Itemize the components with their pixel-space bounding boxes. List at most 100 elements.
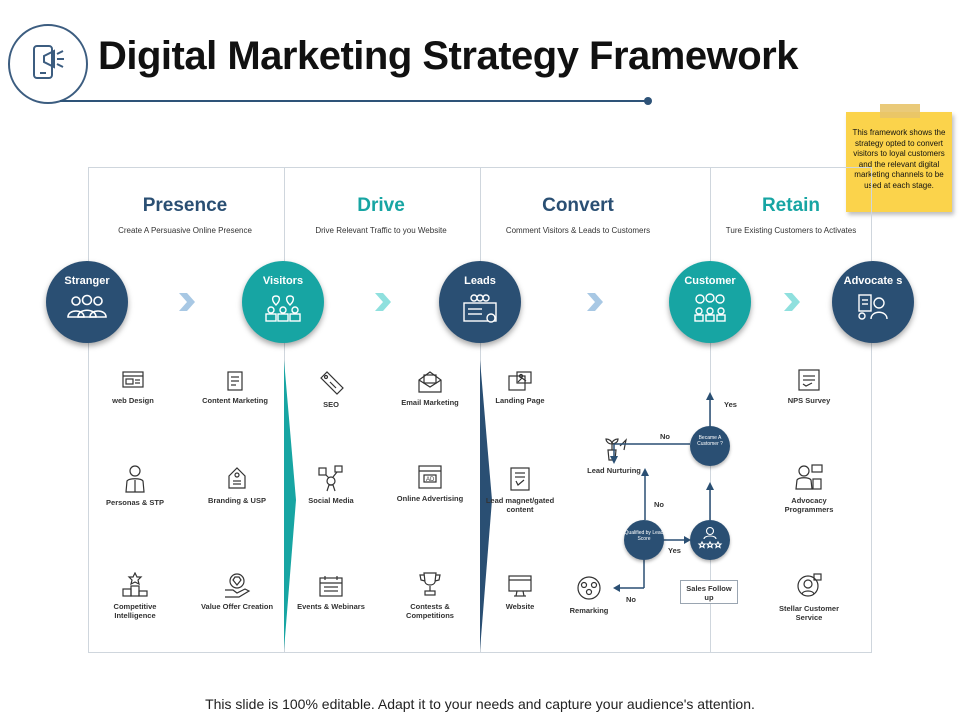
node-label: Advocate s	[843, 275, 903, 287]
person-icon	[125, 465, 145, 493]
node-advocates: Advocate s	[832, 261, 914, 343]
stage-subtitle-presence: Create A Persuasive Online Presence	[118, 226, 252, 235]
item-remarking: Remarking	[547, 574, 631, 615]
sales-rep-icon	[697, 526, 723, 549]
page-title: Digital Marketing Strategy Framework	[98, 34, 798, 78]
item-label: Advocacy Programmers	[784, 496, 834, 514]
item-events-webinars: Events & Webinars	[289, 574, 373, 611]
item-label: Events & Webinars	[297, 602, 365, 611]
node-leads: Leads	[439, 261, 521, 343]
item-website: Website	[478, 574, 562, 611]
item-email-marketing: Email Marketing	[388, 370, 472, 407]
title-underline	[60, 100, 648, 102]
item-customer-service: Stellar Customer Service	[767, 572, 851, 622]
item-label: Remarking	[569, 606, 609, 615]
sales-follow-up-label: Sales Follow up	[686, 584, 732, 602]
node-visitors: Visitors	[242, 261, 324, 343]
title-underline-dot	[644, 97, 652, 105]
chevron-right-icon	[375, 293, 391, 311]
item-social-media: Social Media	[289, 464, 373, 505]
seo-tag-icon	[320, 371, 344, 395]
stage-subtitle-drive: Drive Relevant Traffic to you Website	[315, 226, 447, 235]
divider-wedge	[480, 360, 492, 650]
stage-title-drive: Drive	[357, 195, 405, 216]
item-advocacy-programmers: Advocacy Programmers	[767, 462, 851, 514]
sales-follow-up-box: Sales Follow up	[680, 580, 738, 604]
item-seo: SEO	[289, 370, 373, 409]
flow-label-yes: Yes	[668, 546, 681, 555]
divider-wedge	[284, 360, 296, 650]
item-label: Lead magnet/gated content	[485, 496, 555, 514]
item-contests: Contests & Competitions	[388, 570, 472, 620]
item-label: Personas & STP	[106, 498, 164, 507]
advocate-icon	[858, 294, 888, 320]
flow-label-no: No	[626, 595, 636, 604]
gated-content-icon	[510, 467, 530, 491]
item-label: Value Offer Creation	[200, 602, 274, 611]
headset-support-icon	[797, 573, 822, 597]
advocacy-chat-icon	[795, 464, 823, 490]
item-label: Online Advertising	[396, 494, 464, 503]
branding-tag-icon	[228, 467, 246, 489]
node-label: Visitors	[262, 275, 304, 287]
item-online-advertising: AD Online Advertising	[388, 464, 472, 503]
node-label: Leads	[464, 275, 496, 287]
item-label: Content Marketing	[202, 396, 268, 405]
svg-text:AD: AD	[426, 477, 435, 483]
flow-label-yes: Yes	[724, 400, 737, 409]
decision-became-customer: Became A Customer ?	[690, 426, 730, 466]
customer-group-icon	[694, 293, 726, 322]
logo-circle	[8, 24, 88, 104]
decision-label: Qualified by Lead Score	[624, 530, 664, 542]
social-media-icon	[318, 465, 343, 492]
sticky-note-text: This framework shows the strategy opted …	[852, 128, 946, 190]
stage-title-convert: Convert	[542, 195, 614, 216]
item-label: Social Media	[308, 496, 354, 505]
item-content-marketing: Content Marketing	[193, 370, 277, 405]
item-competitive-intelligence: Competitive Intelligence	[93, 572, 177, 620]
item-label: Stellar Customer Service	[778, 604, 840, 622]
item-landing-page: Landing Page	[478, 370, 562, 405]
chevron-right-icon	[784, 293, 800, 311]
visitors-icon	[265, 295, 301, 322]
item-branding: Branding & USP	[195, 466, 279, 505]
item-label: SEO	[323, 400, 339, 409]
people-group-icon	[67, 294, 107, 318]
item-label: Contests & Competitions	[406, 602, 454, 620]
item-label: Email Marketing	[401, 398, 459, 407]
sticky-note-tape	[880, 104, 920, 118]
node-label: Customer	[684, 275, 736, 287]
email-icon	[418, 371, 442, 393]
web-design-icon	[122, 371, 144, 388]
flow-connectors	[610, 392, 714, 592]
survey-icon	[798, 369, 820, 391]
item-web-design: web Design	[91, 370, 175, 405]
item-label: NPS Survey	[787, 396, 831, 405]
website-monitor-icon	[508, 575, 532, 597]
calendar-icon	[319, 576, 343, 597]
item-label: Website	[505, 602, 535, 611]
stage-subtitle-retain: Ture Existing Customers to Activates	[725, 226, 857, 235]
item-label: web Design	[112, 396, 154, 405]
ad-browser-icon: AD	[418, 465, 442, 489]
chevron-right-icon	[587, 293, 603, 311]
flow-label-no: No	[660, 432, 670, 441]
podium-icon	[122, 572, 148, 597]
mobile-megaphone-icon	[33, 45, 64, 79]
stage-title-presence: Presence	[142, 195, 228, 216]
decision-label: Became A Customer ?	[697, 435, 723, 447]
footer-text: This slide is 100% editable. Adapt it to…	[205, 696, 755, 712]
content-document-icon	[227, 371, 243, 391]
landing-page-icon	[508, 371, 532, 391]
item-label: Competitive Intelligence	[113, 602, 157, 620]
item-label: Branding & USP	[208, 496, 266, 505]
node-stranger: Stranger	[46, 261, 128, 343]
stage-subtitle-convert: Comment Visitors & Leads to Customers	[505, 226, 651, 235]
decision-qualified: Qualified by Lead Score	[624, 520, 664, 560]
item-label: Landing Page	[495, 396, 545, 405]
item-lead-magnet: Lead magnet/gated content	[478, 466, 562, 514]
node-customer: Customer	[669, 261, 751, 343]
leads-board-icon	[463, 294, 497, 323]
item-nps-survey: NPS Survey	[767, 368, 851, 405]
node-label: Stranger	[64, 275, 110, 287]
